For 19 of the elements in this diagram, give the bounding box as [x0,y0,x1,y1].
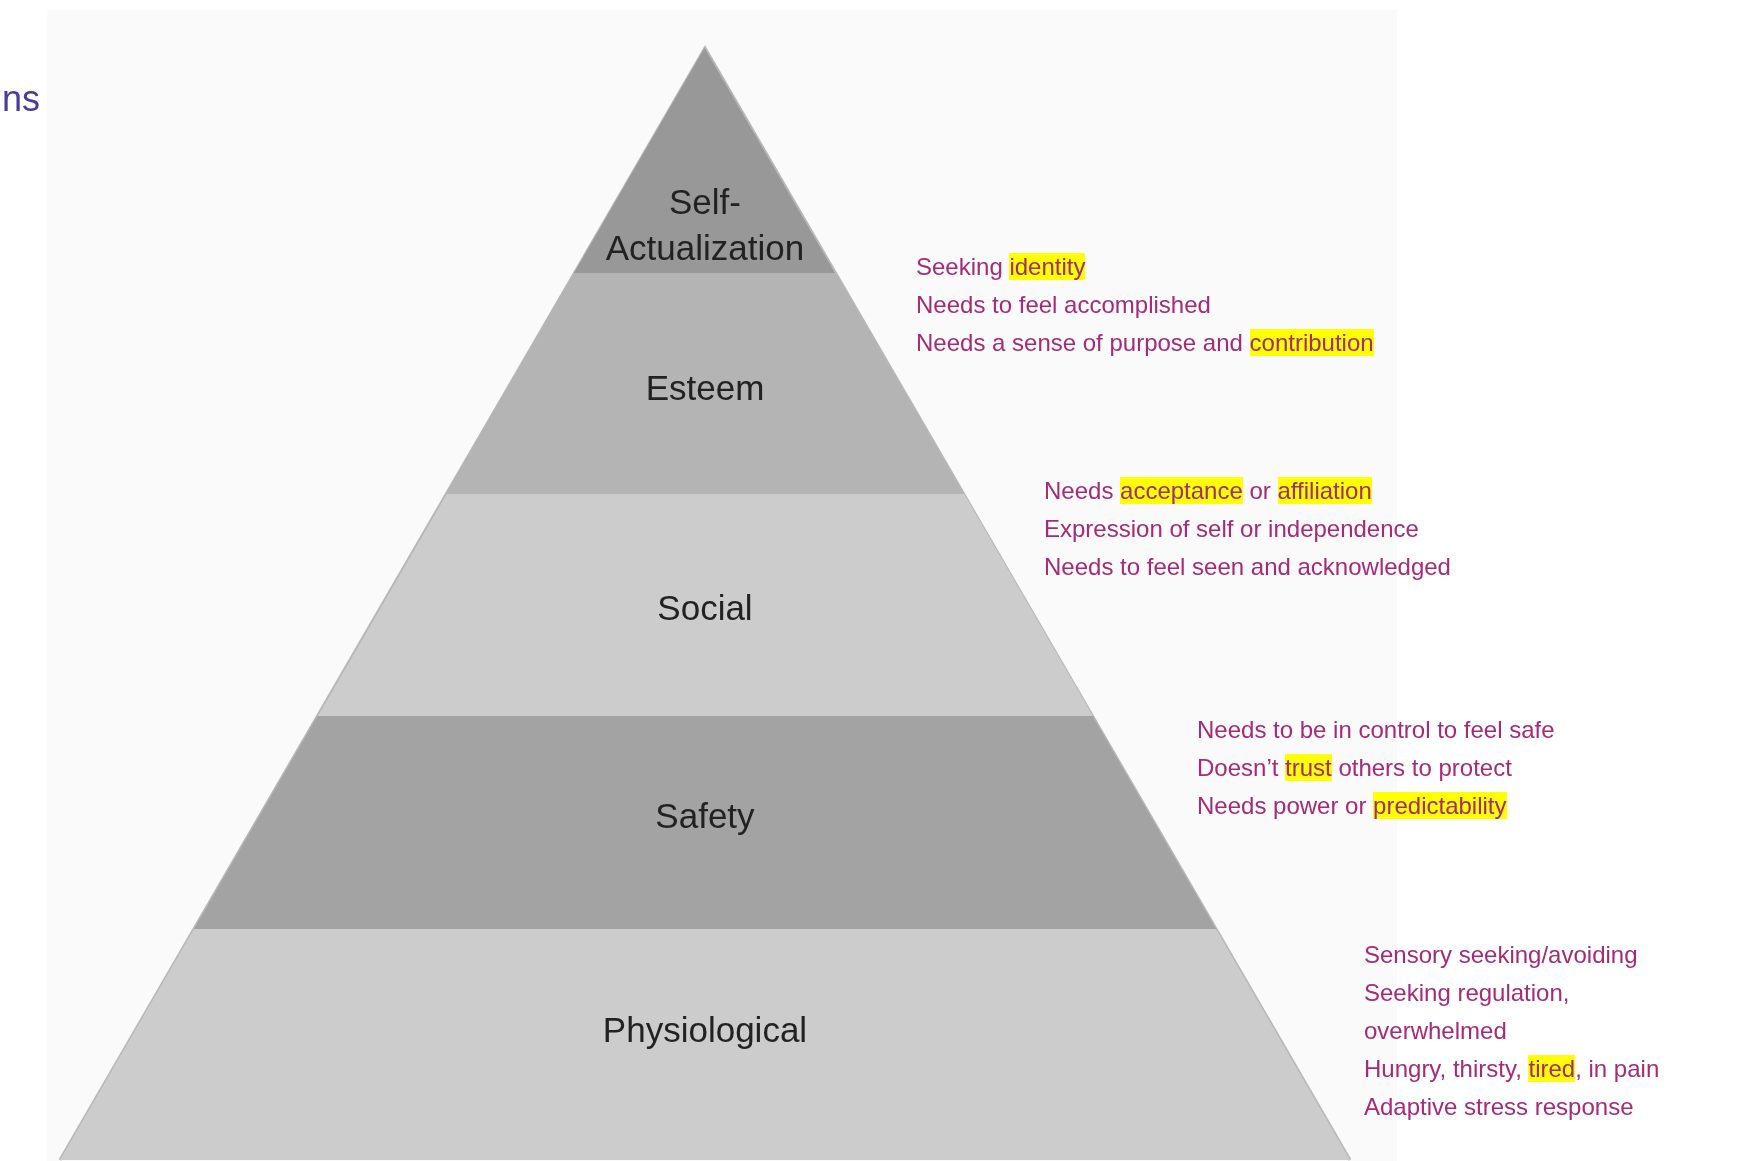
need-description: Sensory seeking/avoiding [1364,940,1639,970]
tier-label: Esteem [645,367,765,410]
need-description: Needs to feel accomplished [916,290,1212,320]
tier-label: Safety [655,795,755,838]
tier-label: Social [657,587,753,630]
pyramid-apex [574,48,836,273]
need-description: Needs a sense of purpose and contribution [916,328,1375,358]
tier-label: Self- Actualization [604,180,806,268]
need-description: Needs power or predictability [1197,791,1508,821]
pyramid-tier [60,929,1350,1160]
need-description: Needs to be in control to feel safe [1197,715,1556,745]
need-description: Needs to feel seen and acknowledged [1044,552,1452,582]
need-description: Adaptive stress response [1364,1092,1635,1122]
need-description: Expression of self or independence [1044,514,1420,544]
need-description: Hungry, thirsty, tired, in pain [1364,1054,1661,1084]
title-fragment: ns [2,78,41,120]
tier-label: Physiological [602,1009,808,1052]
need-description: Needs acceptance or affiliation [1044,476,1373,506]
need-description: Doesn’t trust others to protect [1197,753,1513,783]
